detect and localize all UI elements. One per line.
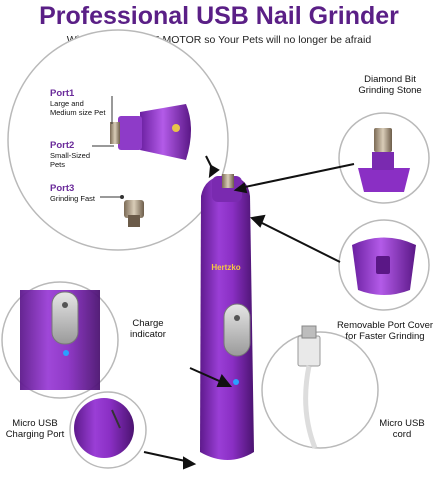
port3-label: Port3 Grinding Fast (50, 183, 98, 203)
diamond-stone-callout-circle (338, 112, 430, 204)
micro-usb-port-label: Micro USB Charging Port (5, 418, 65, 440)
charging-port-callout-circle (69, 391, 147, 469)
button-callout-circle (1, 281, 119, 399)
port1-name: Port1 (50, 88, 75, 99)
usb-cord-label: Micro USB cord (379, 418, 425, 440)
usb-cord-callout-circle (261, 325, 379, 449)
callout-arrows (143, 155, 355, 470)
port2-label: Port2 Small-Sized Pets (50, 140, 98, 169)
grinder-head-illustration (110, 104, 191, 160)
port3-desc: Grinding Fast (50, 194, 96, 203)
removable-cover-label: Removable Port Cover for Faster Grinding (336, 320, 434, 342)
brand-logo: Hertzko (211, 263, 240, 272)
diamond-stone-label: Diamond Bit Grinding Stone (358, 74, 422, 96)
charge-indicator-label: Charge indicator (130, 318, 166, 340)
page-title: Professional USB Nail Grinder (39, 2, 399, 30)
port3-name: Port3 (50, 183, 75, 194)
grinding-bit-illustration (124, 200, 144, 227)
port1-label: Port1 Large and Medium size Pet (50, 88, 110, 117)
port1-desc: Large and Medium size Pet (50, 99, 106, 117)
removable-cover-callout-circle (338, 219, 430, 311)
ports-callout-circle (7, 29, 229, 251)
nail-grinder-device (200, 174, 254, 460)
port2-desc: Small-Sized Pets (50, 151, 91, 169)
port2-name: Port2 (50, 140, 75, 151)
